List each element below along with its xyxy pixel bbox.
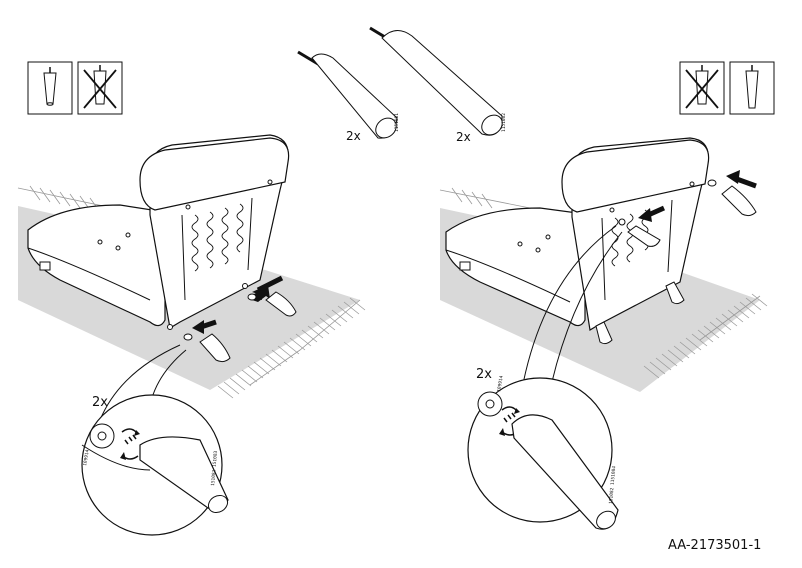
left-assembly-scene: 151081 151083 109914 2x (17, 134, 366, 536)
short-leg-part-number: 1151081 (394, 113, 400, 132)
long-leg-part-number: 1151082 (501, 113, 507, 132)
leg-wrong-icon (77, 61, 123, 115)
right-washer-code: 109914 (496, 375, 505, 392)
long-leg-part: 1151082 (369, 25, 507, 136)
right-assembly-scene: 151082 1151084 109914 2x (439, 137, 768, 530)
leg-icon-group-right (679, 61, 775, 115)
short-leg-part: 1151081 (297, 49, 400, 139)
long-leg-quantity: 2x (456, 130, 471, 144)
left-washer-code: 109914 (82, 449, 91, 466)
leg-icon-group-left (27, 61, 123, 115)
right-detail-quantity: 2x (476, 367, 492, 382)
leg-wrong-icon (679, 61, 725, 115)
short-leg-quantity: 2x (346, 129, 361, 143)
document-code: AA-2173501-1 (668, 538, 762, 553)
left-leg-code: 151081 151083 (210, 450, 219, 486)
right-leg-code: 151082 1151084 (608, 466, 617, 505)
leg-correct-icon (27, 61, 73, 115)
leg-correct-icon (729, 61, 775, 115)
left-detail-quantity: 2x (92, 395, 108, 410)
